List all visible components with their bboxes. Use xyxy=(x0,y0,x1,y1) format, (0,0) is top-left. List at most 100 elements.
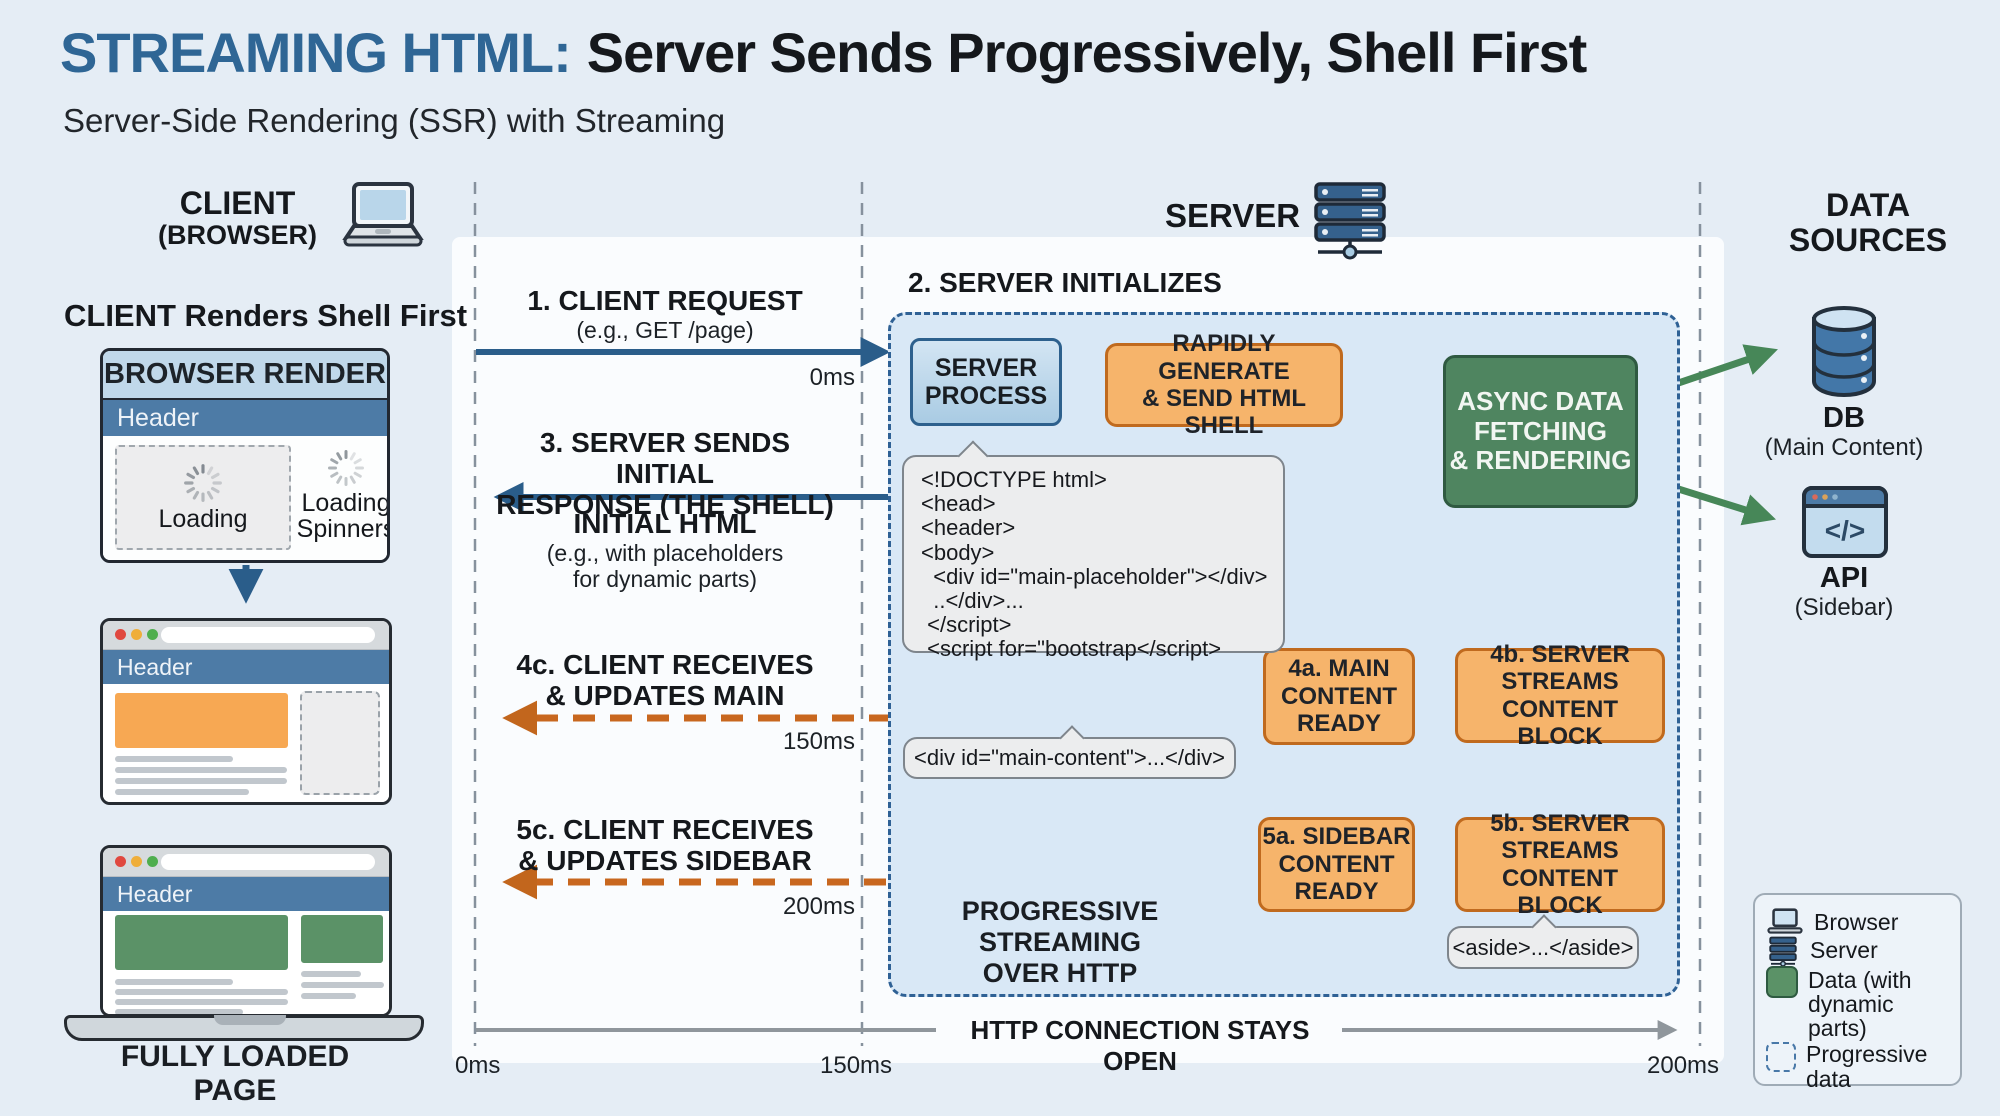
page-title: STREAMING HTML:Server Sends Progressivel… xyxy=(60,20,1588,85)
axis-tick-0ms: 0ms xyxy=(455,1052,501,1079)
loading-spinner-icon xyxy=(328,450,364,486)
code-line: ..</div>... xyxy=(921,587,1024,613)
text-line xyxy=(115,789,249,795)
step1-subtitle: (e.g., GET /page) xyxy=(576,317,754,343)
api-sublabel: (Sidebar) xyxy=(1794,594,1894,621)
step2-label: 2. SERVER INITIALIZES xyxy=(908,267,1222,298)
browser-render-header-bar: Header xyxy=(103,400,387,436)
laptop-base-notch xyxy=(214,1015,286,1025)
minimize-dot-icon xyxy=(131,629,142,640)
api-label: API xyxy=(1819,562,1869,594)
legend-item-progressive: Progressive data xyxy=(1766,1040,1949,1092)
legend: Browser Server Data (with dynamic parts)… xyxy=(1753,893,1962,1091)
code-line: <head> xyxy=(921,491,996,517)
loading-spinners-label: Loading Spinners xyxy=(296,489,390,544)
code-line: <!DOCTYPE html> xyxy=(921,467,1107,492)
text-line xyxy=(301,971,361,977)
full-window-body xyxy=(103,911,389,1014)
data-sources-header: DATA SOURCES xyxy=(1788,187,1948,258)
client-header-line1: CLIENT xyxy=(179,185,296,221)
full-window-chrome xyxy=(103,848,389,877)
generate-shell-box: RAPIDLY GENERATE & SEND HTML SHELL xyxy=(1105,330,1343,439)
step1-title: 1. CLIENT REQUEST xyxy=(527,285,803,316)
client-header-line2: (BROWSER) xyxy=(158,219,317,250)
step4c-title: 4c. CLIENT RECEIVES & UPDATES MAIN xyxy=(516,649,814,711)
server-icon xyxy=(1769,936,1797,966)
shell-window-body xyxy=(103,684,389,802)
text-line xyxy=(115,767,287,773)
db-sublabel: (Main Content) xyxy=(1764,434,1924,461)
initial-html-label: INITIAL HTML xyxy=(573,508,757,539)
laptop-icon xyxy=(1767,908,1803,934)
page-title-highlight: STREAMING HTML: xyxy=(60,21,572,84)
laptop-icon xyxy=(342,182,424,247)
text-line xyxy=(115,778,287,784)
maximize-dot-icon xyxy=(147,856,158,867)
loading-label: Loading xyxy=(158,505,248,534)
db-label: DB xyxy=(1823,402,1865,434)
text-line xyxy=(115,1009,243,1014)
step3-title: 3. SERVER SENDS INITIAL RESPONSE (THE SH… xyxy=(496,427,834,520)
client-column-header: CLIENT (BROWSER) xyxy=(120,186,355,250)
main-ready-box: 4a. MAIN CONTENT READY xyxy=(1263,648,1415,745)
async-fetch-box: ASYNC DATA FETCHING & RENDERING xyxy=(1443,355,1638,508)
main-placeholder-area: Loading xyxy=(115,445,291,550)
legend-label: Server xyxy=(1810,937,1878,963)
legend-label: Data (with dynamic parts) xyxy=(1808,967,1912,1042)
sidebar-block-final xyxy=(301,915,383,963)
close-dot-icon xyxy=(115,856,126,867)
legend-item-browser: Browser xyxy=(1766,908,1949,936)
browser-render-title: BROWSER RENDER xyxy=(103,351,387,400)
fully-loaded-label: FULLY LOADED PAGE xyxy=(120,1040,350,1107)
aside-code-bubble: <aside>...</aside> xyxy=(1447,914,1639,969)
stream-main-box: 4b. SERVER STREAMS CONTENT BLOCK xyxy=(1455,641,1665,750)
code-line: <script for="bootstrap</script> xyxy=(921,636,1222,662)
minimize-dot-icon xyxy=(131,856,142,867)
server-column-header: SERVER xyxy=(1164,197,1301,234)
text-line xyxy=(301,982,384,988)
legend-label: Progressive data xyxy=(1806,1041,1928,1092)
url-bar xyxy=(161,854,375,870)
sidebar-ready-box: 5a. SIDEBAR CONTENT READY xyxy=(1258,817,1415,912)
text-line xyxy=(115,979,233,985)
loading-spinners-group: Loading Spinners xyxy=(297,448,387,543)
browser-render-box: BROWSER RENDER Header xyxy=(100,348,390,563)
axis-tick-150ms: 150ms xyxy=(820,1052,893,1079)
shell-browser-window: Header xyxy=(100,618,392,805)
full-browser-window: Header xyxy=(100,845,392,1017)
database-icon xyxy=(1812,306,1876,398)
shell-window-header: Header xyxy=(103,650,389,684)
http-connection-label: HTTP CONNECTION STAYS OPEN xyxy=(970,1015,1310,1076)
step5c-time: 200ms xyxy=(782,893,855,920)
main-content-block-final xyxy=(115,915,288,970)
code-line: <div id="main-content">...</div> xyxy=(914,745,1225,770)
axis-tick-200ms: 200ms xyxy=(1647,1052,1720,1079)
shell-window-chrome xyxy=(103,621,389,650)
close-dot-icon xyxy=(115,629,126,640)
page-subtitle: Server-Side Rendering (SSR) with Streami… xyxy=(63,102,726,139)
client-shell-heading: CLIENT Renders Shell First xyxy=(64,298,468,333)
shell-code-bubble: <!DOCTYPE html> <head> <header> <body> <… xyxy=(902,440,1285,661)
step5c-title: 5c. CLIENT RECEIVES & UPDATES SIDEBAR xyxy=(516,814,814,876)
url-bar xyxy=(161,627,375,643)
data-swatch-icon xyxy=(1766,966,1798,998)
legend-label: Browser xyxy=(1814,909,1899,935)
legend-item-server: Server xyxy=(1766,936,1949,966)
browser-render-body: Loading xyxy=(103,436,387,560)
text-line xyxy=(301,993,356,999)
text-line xyxy=(115,989,288,995)
progressive-streaming-label: PROGRESSIVE STREAMING OVER HTTP xyxy=(961,896,1159,988)
code-glyph: </> xyxy=(1825,515,1865,546)
api-window-icon: </> xyxy=(1802,486,1888,558)
initial-html-sub: (e.g., with placeholders for dynamic par… xyxy=(546,540,784,592)
text-line xyxy=(115,999,288,1005)
code-line: <div id="main-placeholder"></div> xyxy=(921,563,1268,589)
full-window-header: Header xyxy=(103,877,389,911)
server-process-box: SERVER PROCESS xyxy=(910,338,1062,426)
step4c-time: 150ms xyxy=(782,728,855,755)
server-icon xyxy=(1314,182,1386,260)
legend-item-data: Data (with dynamic parts) xyxy=(1766,966,1949,1040)
page-title-rest: Server Sends Progressively, Shell First xyxy=(586,21,1588,84)
code-line: <header> xyxy=(921,515,1016,541)
